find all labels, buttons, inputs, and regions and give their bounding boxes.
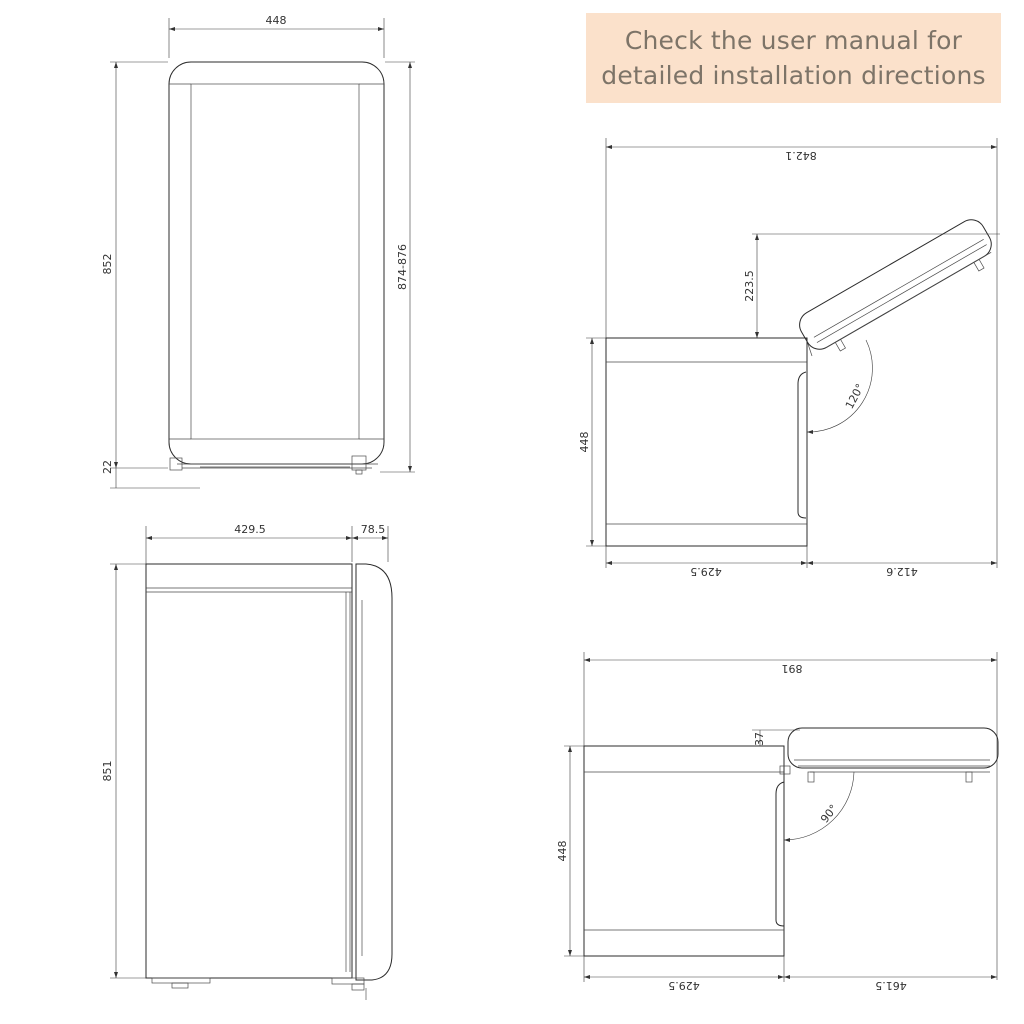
top-view-90: 891 37 448 90° xyxy=(556,652,999,992)
front-view: 448 852 22 874-876 xyxy=(101,14,415,489)
top90-angle-label: 90° xyxy=(818,802,840,825)
front-width-label: 448 xyxy=(266,14,287,27)
front-height-label: 852 xyxy=(101,254,114,275)
side-height-label: 851 xyxy=(101,761,114,782)
front-feet-label: 22 xyxy=(101,460,114,474)
installation-note-banner: Check the user manual for detailed insta… xyxy=(586,13,1001,103)
top120-cabinet-label: 429.5 xyxy=(690,565,722,578)
top120-total-label: 842.1 xyxy=(785,149,817,162)
banner-line-1: Check the user manual for xyxy=(624,26,963,55)
side-depth-label: 429.5 xyxy=(234,523,266,536)
top120-rise-label: 223.5 xyxy=(743,270,756,302)
top90-offset-label: 37 xyxy=(753,732,766,746)
top120-door-label: 412.6 xyxy=(886,565,918,578)
top-view-120: 842.1 223.5 448 120° xyxy=(578,138,1000,578)
top90-total-label: 891 xyxy=(782,662,803,675)
top90-width-label: 448 xyxy=(556,841,569,862)
top120-angle-label: 120° xyxy=(843,382,867,412)
side-door-depth-label: 78.5 xyxy=(361,523,386,536)
banner-line-2: detailed installation directions xyxy=(601,61,986,90)
top120-width-label: 448 xyxy=(578,432,591,453)
side-view: 429.5 78.5 851 xyxy=(101,523,393,1000)
top90-cabinet-label: 429.5 xyxy=(668,979,700,992)
top90-door-label: 461.5 xyxy=(875,979,907,992)
front-total-height-label: 874-876 xyxy=(396,244,409,290)
